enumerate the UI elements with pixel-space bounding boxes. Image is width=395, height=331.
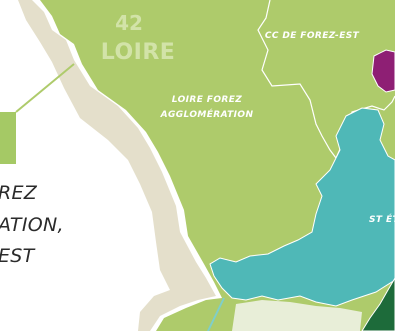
side-caption-line3: EST [0,245,36,267]
dark-green-area[interactable] [361,277,395,331]
st-etienne-leader-line [207,297,225,331]
callout-leader-line [15,63,75,113]
department-number-label: 42 [115,11,143,35]
area-label-loire-forez-line1: LOIRE FOREZ [172,95,243,105]
purple-area[interactable] [371,49,395,93]
department-name-label: LOIRE [101,40,176,65]
area-label-cc-forez-est: CC DE FOREZ-EST [265,31,360,41]
callout-box [0,112,16,164]
area-label-loire-forez-line2: AGGLOMÉRATION [160,108,254,120]
department-number-digit: 42 [115,11,143,35]
border-loire-forez-cc-forez-est [257,0,337,159]
st-etienne-area[interactable] [209,107,395,307]
side-caption-line1: REZ [0,182,38,204]
area-label-st-etienne: ST ÉT [369,213,395,225]
bottom-light-area [232,300,362,331]
department-border-band [18,0,216,331]
side-caption-line2: ATION, [0,214,64,236]
